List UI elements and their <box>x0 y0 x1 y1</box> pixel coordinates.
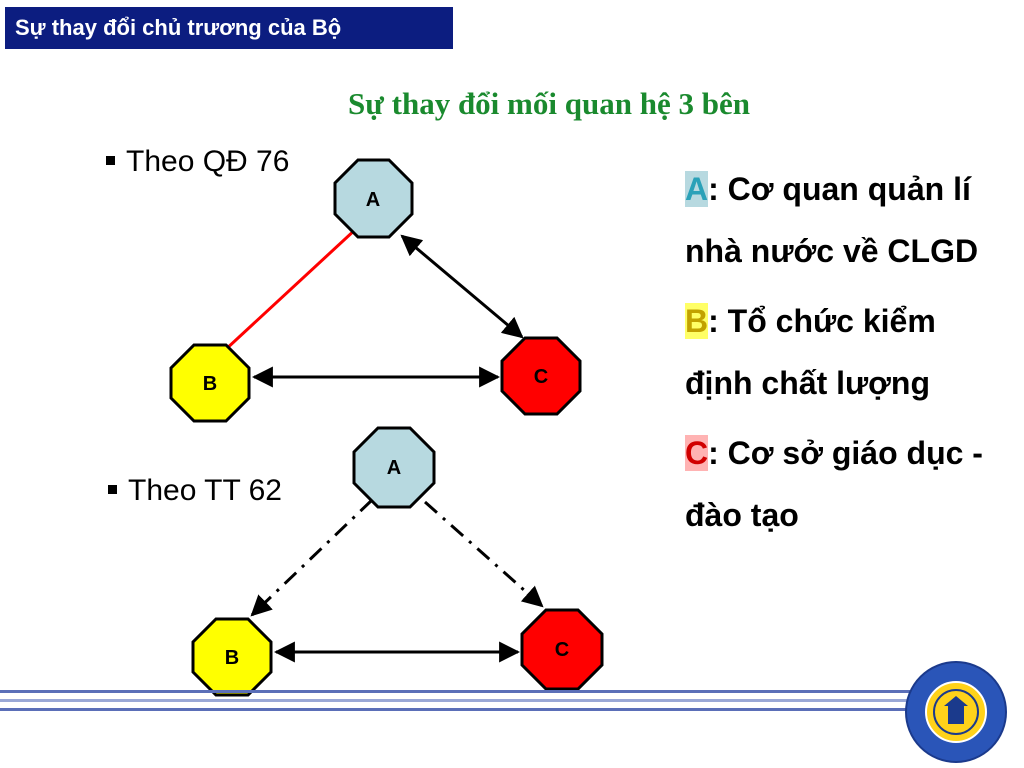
legend-c: C: Cơ sở giáo dục - đào tạo <box>685 422 985 546</box>
slide-title: Sự thay đổi mối quan hệ 3 bên <box>348 86 750 121</box>
footer-line <box>0 690 910 693</box>
node-c-bottom: C <box>520 608 604 691</box>
node-a-bottom: A <box>352 426 436 509</box>
node-a-top-label: A <box>366 189 380 211</box>
legend-b-text: : Tổ chức kiểm định chất lượng <box>685 303 936 401</box>
ministry-seal-icon <box>905 661 1007 763</box>
bullet-qd76: Theo QĐ 76 <box>106 145 289 179</box>
footer-line <box>0 708 910 711</box>
dashed-arrow-a-b-bottom <box>250 498 374 617</box>
bullet-tt62: Theo TT 62 <box>108 474 282 508</box>
bullet-qd76-text: Theo QĐ 76 <box>126 145 290 178</box>
node-b-top-label: B <box>203 373 217 395</box>
footer-decoration <box>0 690 910 717</box>
node-b-top: B <box>169 343 251 423</box>
node-a-bottom-label: A <box>387 457 401 479</box>
arrow-a-c-top <box>400 234 524 339</box>
footer-line <box>0 699 910 702</box>
legend-a-text: : Cơ quan quản lí nhà nước về CLGD <box>685 171 979 269</box>
legend-a-key: A <box>685 171 709 207</box>
node-c-bottom-label: C <box>555 639 569 661</box>
node-a-top: A <box>333 158 414 239</box>
node-b-bottom-label: B <box>225 647 239 669</box>
header-title: Sự thay đổi chủ trương của Bộ <box>5 7 453 49</box>
bullet-square-icon <box>108 485 117 494</box>
node-c-top-label: C <box>534 366 548 388</box>
bullet-square-icon <box>106 156 115 165</box>
bullet-tt62-text: Theo TT 62 <box>128 474 282 507</box>
legend-a: A: Cơ quan quản lí nhà nước về CLGD <box>685 158 985 282</box>
legend: A: Cơ quan quản lí nhà nước về CLGD B: T… <box>685 158 985 554</box>
legend-b: B: Tổ chức kiểm định chất lượng <box>685 290 985 414</box>
dashed-arrow-a-c-bottom <box>424 500 544 608</box>
legend-b-key: B <box>685 303 709 339</box>
legend-c-text: : Cơ sở giáo dục - đào tạo <box>685 435 983 533</box>
node-c-top: C <box>500 336 582 416</box>
red-link-a-b-top <box>222 226 359 353</box>
node-b-bottom: B <box>191 617 273 697</box>
legend-c-key: C <box>685 435 709 471</box>
